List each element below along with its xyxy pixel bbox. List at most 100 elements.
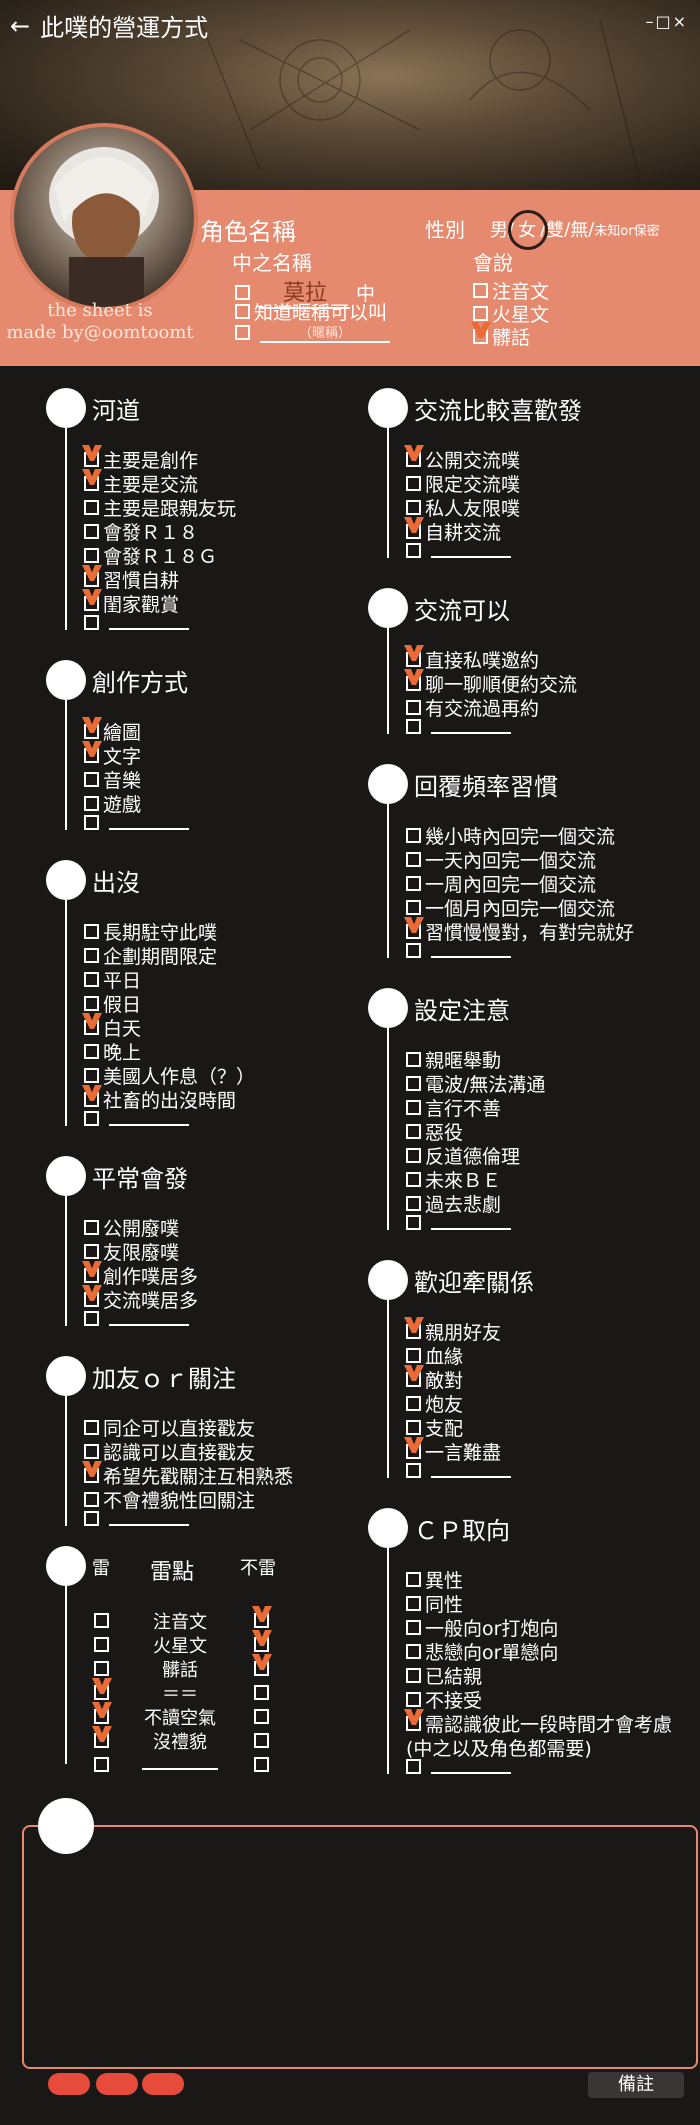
language-option-0[interactable]: 注音文 [473,277,549,304]
list-item[interactable]: 公開廢噗 [84,1214,179,1241]
checked-checkbox-icon[interactable] [84,1092,99,1107]
checkbox-icon[interactable] [84,972,99,987]
list-item[interactable]: 主要是跟親友玩 [84,494,236,521]
checkbox-icon[interactable] [406,542,421,558]
list-item[interactable]: 平日 [84,966,141,993]
language-option-1[interactable]: 火星文 [473,300,549,327]
list-item[interactable] [406,1214,511,1230]
bulei-checkbox-icon[interactable] [254,1733,269,1748]
list-item[interactable]: 交流噗居多 [84,1286,198,1313]
checked-checkbox-icon[interactable] [84,476,99,491]
checked-checkbox-icon[interactable] [406,676,421,691]
list-item[interactable] [406,942,511,958]
checkbox-icon[interactable] [406,1644,421,1659]
lei-checkbox-icon[interactable] [94,1709,109,1724]
checked-checkbox-icon[interactable] [84,1292,99,1307]
list-item[interactable] [406,1758,511,1774]
checkbox-icon[interactable] [84,948,99,963]
gender-option-female[interactable]: 女 [508,210,549,250]
list-item[interactable]: 同企可以直接戳友 [84,1414,255,1441]
gender-option-male[interactable]: 男 [490,220,508,241]
checkbox-icon[interactable] [406,1668,421,1683]
list-item[interactable]: 音樂 [84,766,141,793]
checked-checkbox-icon[interactable] [84,1268,99,1283]
list-item[interactable]: (中之以及角色都需要) [406,1734,592,1761]
list-item[interactable]: 遊戲 [84,790,141,817]
checkbox-icon[interactable] [406,852,421,867]
checked-checkbox-icon[interactable] [84,1020,99,1035]
checked-checkbox-icon[interactable] [84,572,99,587]
checked-checkbox-icon[interactable] [84,596,99,611]
list-item[interactable] [406,542,511,558]
checkbox-icon[interactable] [406,1420,421,1435]
list-item[interactable]: 會發Ｒ１８Ｇ [84,542,217,569]
list-item[interactable]: 直接私噗邀約 [406,646,539,673]
list-item[interactable]: 閨家觀賞 [84,590,179,617]
list-item[interactable]: 聊一聊順便約交流 [406,670,577,697]
list-item[interactable]: 有交流過再約 [406,694,539,721]
list-item[interactable]: 炮友 [406,1390,463,1417]
notes-textarea[interactable] [22,1825,698,2069]
list-item[interactable]: 一周內回完一個交流 [406,870,596,897]
language-option-2[interactable]: 髒話 [473,323,530,350]
bulei-checkbox-icon[interactable] [254,1709,269,1724]
checkbox-icon[interactable] [406,876,421,891]
list-item[interactable]: 美國人作息（？） [84,1062,255,1089]
list-item[interactable]: 親暱舉動 [406,1046,501,1073]
bulei-checkbox-icon[interactable] [254,1757,269,1772]
page-pill-2[interactable] [96,2073,138,2095]
checkbox-icon[interactable] [406,1620,421,1635]
checkbox-icon[interactable] [406,1692,421,1707]
checkbox-icon[interactable] [84,1310,99,1326]
checkbox-icon[interactable] [84,796,99,811]
list-item[interactable] [84,1510,189,1526]
checked-checkbox-icon[interactable] [473,329,488,344]
lei-checkbox-icon[interactable] [94,1733,109,1748]
checkbox-icon[interactable] [406,1572,421,1587]
bulei-checkbox-icon[interactable] [254,1661,269,1676]
lei-checkbox-icon[interactable] [94,1757,109,1772]
nickname-row[interactable]: 莫拉 中 [235,275,375,309]
list-item[interactable]: 未來ＢＥ [406,1166,501,1193]
checkbox-icon[interactable] [84,1510,99,1526]
checkbox-icon[interactable] [84,1110,99,1126]
gender-option-both[interactable]: 雙 [546,220,565,241]
checkbox-icon[interactable] [84,614,99,630]
list-item[interactable]: 限定交流噗 [406,470,520,497]
checkbox-icon[interactable] [84,1420,99,1435]
list-item[interactable]: 企劃期間限定 [84,942,217,969]
checked-checkbox-icon[interactable] [406,1444,421,1459]
checked-checkbox-icon[interactable] [406,924,421,939]
list-item[interactable]: 文字 [84,742,141,769]
checked-checkbox-icon[interactable] [406,524,421,539]
checkbox-icon[interactable] [473,283,488,298]
list-item[interactable]: 悲戀向or單戀向 [406,1638,558,1665]
list-item[interactable] [84,1110,189,1126]
list-item[interactable]: 主要是創作 [84,446,198,473]
list-item[interactable]: 希望先戳關注互相熟悉 [84,1462,293,1489]
list-item[interactable]: 長期駐守此噗 [84,918,217,945]
bulei-checkbox-icon[interactable] [254,1613,269,1628]
checkbox-icon[interactable] [406,700,421,715]
nick-known-checkbox[interactable] [235,304,250,319]
list-item[interactable]: 會發Ｒ１８ [84,518,198,545]
list-item[interactable]: 白天 [84,1014,141,1041]
checked-checkbox-icon[interactable] [406,1716,421,1731]
list-item[interactable] [406,718,511,734]
note-button[interactable]: 備註 [588,2072,684,2098]
checkbox-icon[interactable] [473,306,488,321]
checkbox-icon[interactable] [406,1100,421,1115]
list-item[interactable]: 過去悲劇 [406,1190,501,1217]
list-item[interactable]: 一般向or打炮向 [406,1614,558,1641]
list-item[interactable]: 電波/無法溝通 [406,1070,545,1097]
checkbox-icon[interactable] [406,1124,421,1139]
checkbox-icon[interactable] [406,1348,421,1363]
gender-option-unknown[interactable]: 未知or保密 [594,223,660,239]
list-item[interactable]: 習慣自耕 [84,566,179,593]
checkbox-icon[interactable] [406,1596,421,1611]
list-item[interactable]: 公開交流噗 [406,446,520,473]
checkbox-icon[interactable] [84,1044,99,1059]
list-item[interactable]: 晚上 [84,1038,141,1065]
checked-checkbox-icon[interactable] [84,452,99,467]
list-item[interactable]: 言行不善 [406,1094,501,1121]
